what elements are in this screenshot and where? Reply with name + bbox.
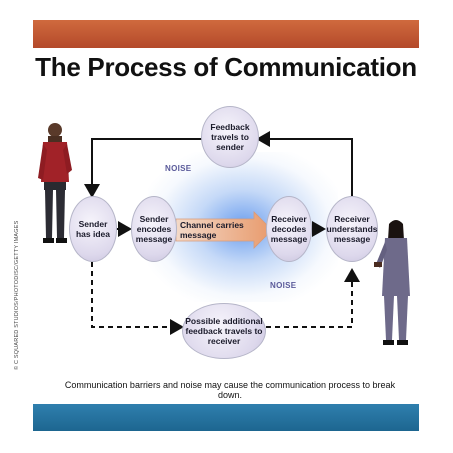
caption: Communication barriers and noise may cau… <box>64 380 396 400</box>
bottom-color-band <box>33 404 419 431</box>
channel-arrow <box>175 211 273 249</box>
man-figure-icon <box>38 123 72 243</box>
channel-node: Channel carries message <box>176 219 268 241</box>
sender-label: Sender has idea <box>75 219 111 239</box>
woman-figure-icon <box>374 220 410 345</box>
sender-node: Sender has idea <box>69 196 117 262</box>
noise-label-top: NOISE <box>165 164 192 173</box>
encodes-label: Sender encodes message <box>135 214 173 244</box>
understands-label: Receiver understands message <box>326 214 378 244</box>
dashed-arrow-to-receiver <box>266 268 360 328</box>
page-title: The Process of Communication <box>35 52 417 82</box>
understands-node: Receiver understands message <box>326 196 378 262</box>
encodes-node: Sender encodes message <box>131 196 177 262</box>
feedback-label: Feedback travels to sender <box>210 122 250 152</box>
channel-label: Channel carries message <box>180 220 244 240</box>
noise-label-bottom: NOISE <box>270 281 297 290</box>
feedback-arrow-to-sender <box>84 138 202 198</box>
decodes-label: Receiver decodes message <box>270 214 308 244</box>
possible-feedback-node: Possible additional feedback travels to … <box>182 303 266 359</box>
dashed-arrow-from-sender <box>91 262 184 335</box>
top-color-band <box>33 20 419 48</box>
feedback-node: Feedback travels to sender <box>201 106 259 168</box>
decodes-node: Receiver decodes message <box>266 196 312 262</box>
feedback-arrow-from-receiver <box>256 131 353 196</box>
possible-feedback-label: Possible additional feedback travels to … <box>185 316 263 346</box>
